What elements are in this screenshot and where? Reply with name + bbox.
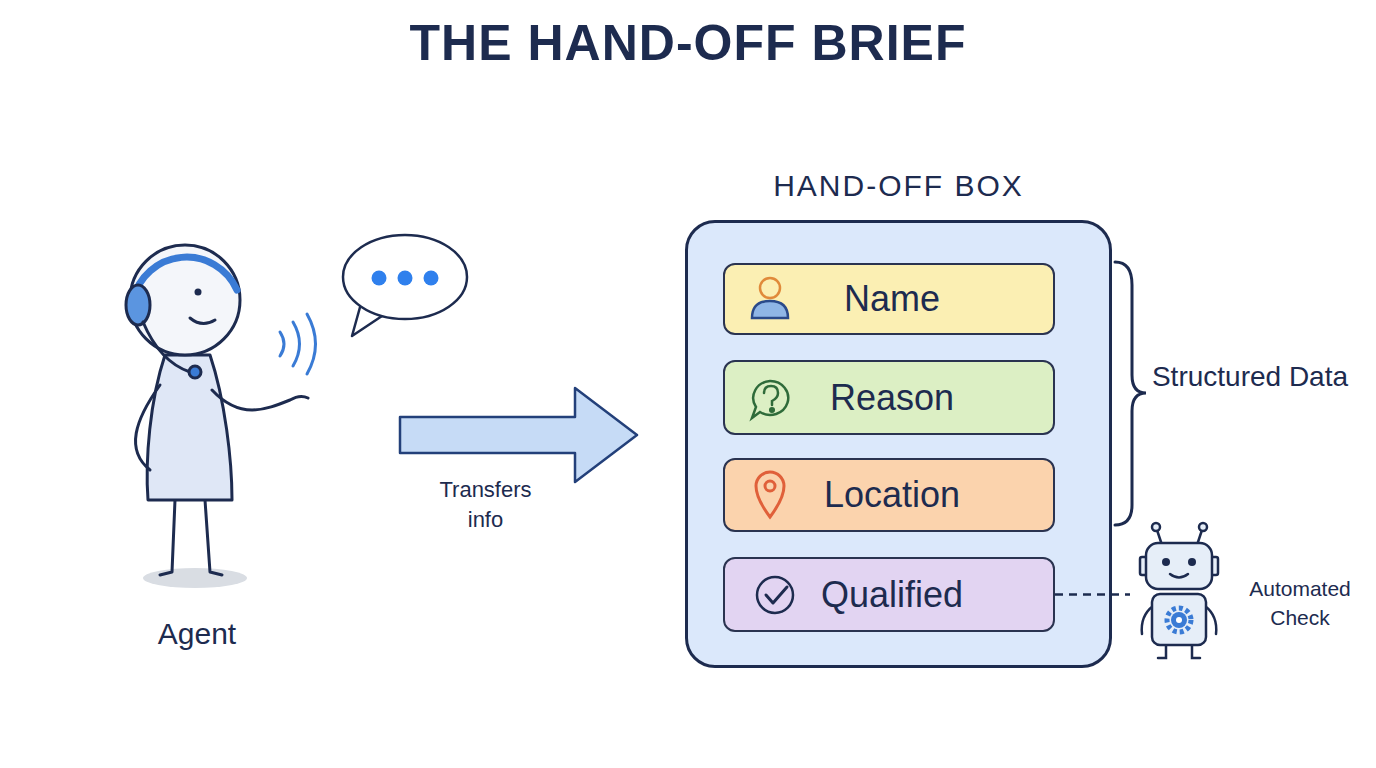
bracket-label: Structured Data bbox=[1150, 358, 1350, 396]
field-row: Reason bbox=[723, 360, 1055, 435]
gear bbox=[1171, 612, 1187, 628]
robot-eye bbox=[1162, 558, 1170, 566]
headset-mic bbox=[143, 322, 190, 372]
robot-legs bbox=[1158, 645, 1200, 658]
speech-bubble bbox=[343, 235, 467, 336]
agent-label: Agent bbox=[95, 617, 299, 651]
box-heading: HAND-OFF BOX bbox=[688, 169, 1109, 203]
eye bbox=[195, 289, 202, 296]
question-dot bbox=[770, 408, 774, 412]
robot-eye bbox=[1188, 558, 1196, 566]
body bbox=[147, 355, 232, 500]
smile bbox=[190, 318, 215, 324]
mic-tip bbox=[189, 366, 201, 378]
arm bbox=[212, 390, 308, 410]
hand-off-box: HAND-OFF BOXNameReasonLocationQualified bbox=[685, 220, 1112, 668]
field-row: Name bbox=[723, 263, 1055, 335]
legs bbox=[160, 500, 222, 575]
edge-label: Transfers info bbox=[426, 475, 546, 535]
robot-body bbox=[1152, 594, 1206, 645]
antenna-tip bbox=[1199, 523, 1207, 531]
bubble-join bbox=[366, 297, 381, 312]
sound-waves bbox=[280, 314, 316, 374]
field-label: Reason bbox=[824, 377, 954, 419]
typing-dot bbox=[372, 271, 387, 286]
typing-dot bbox=[398, 271, 413, 286]
headset-earcup bbox=[126, 285, 150, 325]
agent-figure bbox=[126, 245, 316, 588]
bubble bbox=[343, 235, 467, 319]
shadow bbox=[143, 568, 247, 588]
icon-body bbox=[752, 301, 788, 318]
antenna-tip bbox=[1152, 523, 1160, 531]
gear-hole bbox=[1176, 617, 1182, 623]
field-row: Qualified bbox=[723, 557, 1055, 632]
typing-dot bbox=[424, 271, 439, 286]
field-row: Location bbox=[723, 458, 1055, 532]
diagram-title: THE HAND-OFF BRIEF bbox=[0, 14, 1376, 72]
field-label: Location bbox=[818, 474, 960, 516]
arm bbox=[136, 385, 160, 470]
curly-bracket bbox=[1115, 262, 1146, 525]
robot-smile bbox=[1170, 574, 1188, 578]
block-arrow bbox=[400, 388, 637, 482]
robot-figure bbox=[1140, 523, 1218, 658]
gear-teeth bbox=[1167, 608, 1191, 632]
robot-head bbox=[1146, 543, 1212, 589]
field-label: Qualified bbox=[815, 574, 963, 616]
field-label: Name bbox=[838, 278, 940, 320]
robot-label: Automated Check bbox=[1235, 574, 1365, 632]
